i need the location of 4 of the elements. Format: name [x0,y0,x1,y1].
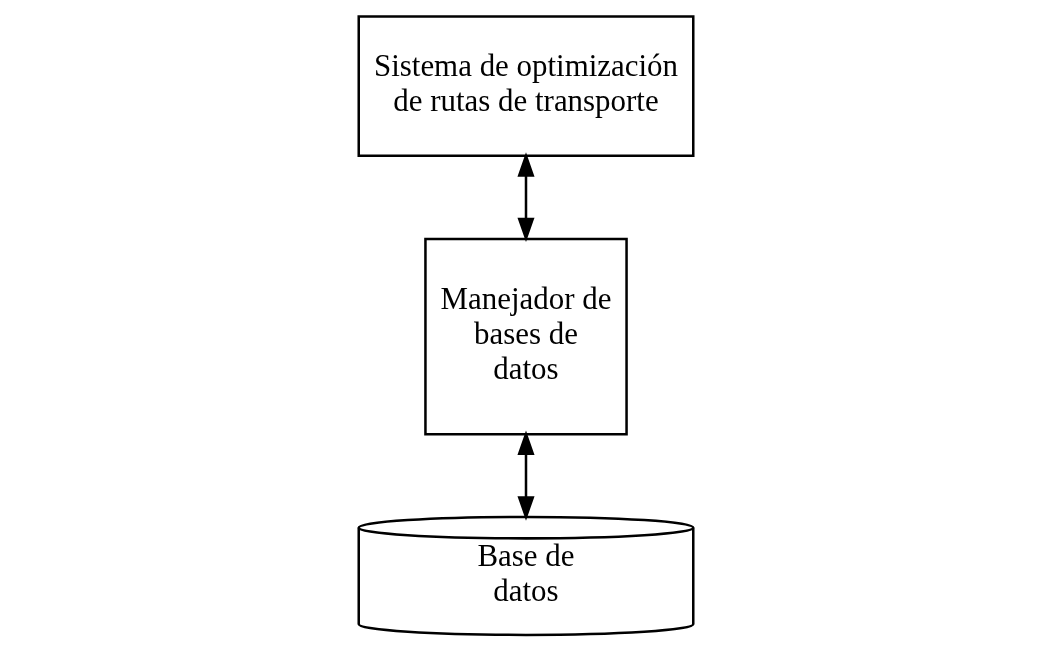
node-box: Manejador de bases de datos [423,237,628,436]
node-box: Sistema de optimización de rutas de transporte [356,15,695,158]
arrow [516,430,535,521]
arrow [516,152,535,243]
